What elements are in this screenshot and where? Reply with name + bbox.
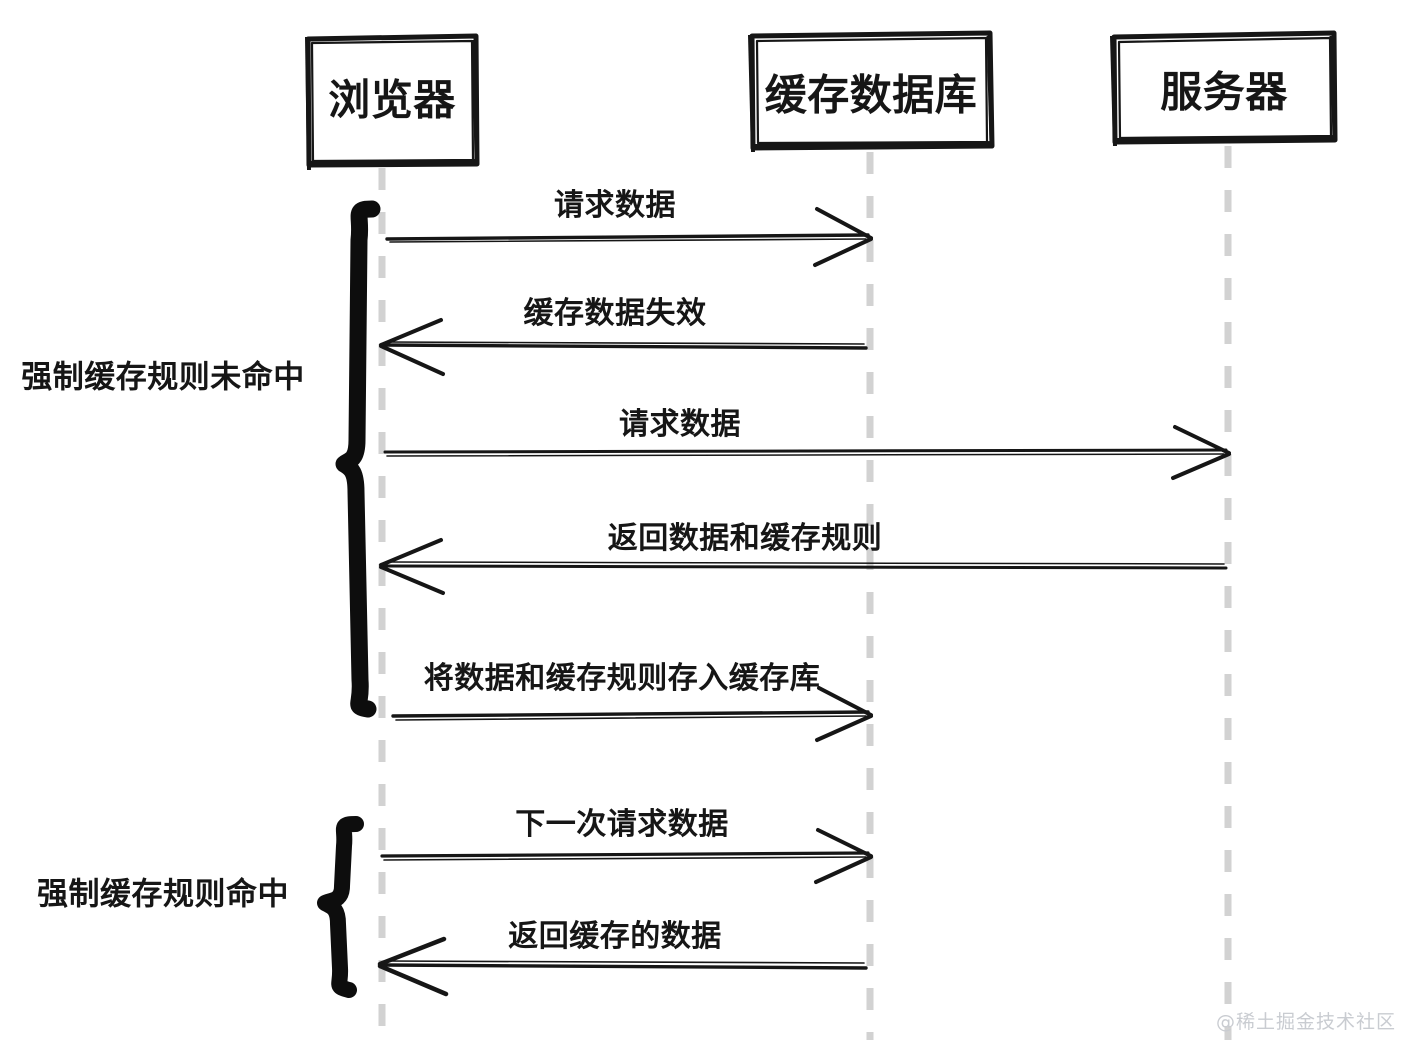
message-arrow-4 (379, 538, 1228, 595)
message-arrow-5 (391, 686, 873, 742)
message-label-1: 请求数据 (554, 188, 676, 223)
message-label-3: 请求数据 (619, 407, 741, 442)
group-brace-miss (335, 200, 381, 718)
message-label-6: 下一次请求数据 (515, 807, 729, 842)
group-label-cache-miss: 强制缓存规则未命中 (21, 359, 305, 396)
watermark: @稀土掘金技术社区 (1215, 1011, 1396, 1033)
participant-label-server: 服务器 (1160, 67, 1288, 117)
message-label-2: 缓存数据失效 (523, 296, 707, 331)
message-label-5: 将数据和缓存规则存入缓存库 (423, 661, 821, 696)
message-label-7: 返回缓存的数据 (508, 919, 722, 954)
message-label-4: 返回数据和缓存规则 (607, 521, 883, 556)
message-arrow-2 (379, 318, 868, 376)
group-brace-hit (317, 816, 364, 998)
participant-box-server (1110, 30, 1338, 147)
participant-label-cache: 缓存数据库 (764, 70, 978, 120)
group-label-cache-hit: 强制缓存规则命中 (37, 876, 289, 913)
message-arrow-6 (380, 828, 873, 884)
message-arrow-3 (383, 425, 1231, 480)
message-arrow-7 (377, 936, 868, 997)
participant-box-browser (305, 33, 480, 171)
message-arrow-1 (385, 207, 873, 267)
participant-label-browser: 浏览器 (328, 75, 456, 125)
participant-box-cache (748, 30, 995, 153)
